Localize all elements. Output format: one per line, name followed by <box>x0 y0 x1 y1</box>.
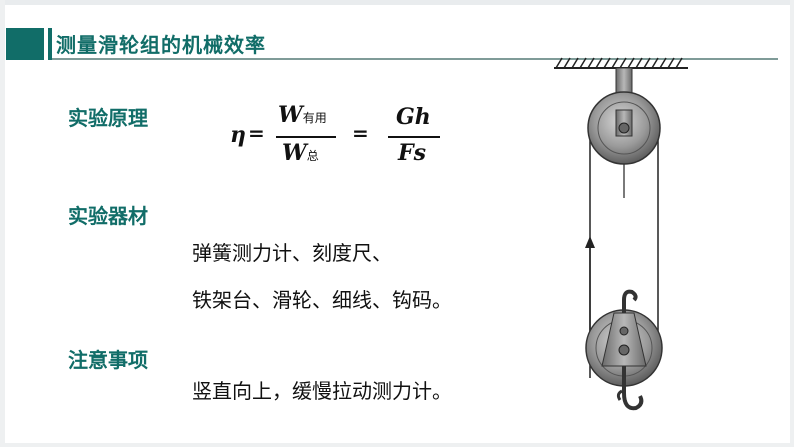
formula-gh: Gh <box>396 104 431 130</box>
formula-num-w: W <box>278 102 303 128</box>
formula-num-sub: 有用 <box>302 111 327 125</box>
ceiling-hatch <box>554 57 688 69</box>
formula-numerator: W有用 <box>278 102 327 128</box>
heading-principle: 实验原理 <box>68 106 148 130</box>
title-underline <box>52 58 778 60</box>
upper-hook <box>622 289 638 313</box>
lower-hook <box>616 366 644 411</box>
equipment-line-1: 弹簧测力计、刻度尺、 <box>192 241 392 265</box>
heading-equipment: 实验器材 <box>68 204 148 228</box>
formula-den-w: W <box>282 140 307 166</box>
frame-right <box>790 0 794 447</box>
frame-top <box>0 0 794 5</box>
movable-pulley-wheel <box>585 309 663 387</box>
pulley-system-illustration <box>554 57 688 411</box>
efficiency-formula: η = W有用 W总 = Gh Fs <box>226 100 456 170</box>
notes-line-1: 竖直向上，缓慢拉动测力计。 <box>192 379 452 403</box>
formula-eta: η <box>230 122 246 148</box>
frame-bottom <box>0 443 794 447</box>
frame-left <box>0 0 5 447</box>
fraction-bar-1 <box>276 136 336 138</box>
equipment-line-2: 铁架台、滑轮、细线、钩码。 <box>192 288 452 312</box>
formula-denominator: W总 <box>282 140 319 166</box>
title-accent-tick <box>44 28 48 60</box>
formula-den-sub: 总 <box>306 149 319 163</box>
formula-equals-2: = <box>352 121 369 145</box>
heading-notes: 注意事项 <box>68 348 148 372</box>
fraction-bar-2 <box>388 136 440 138</box>
formula-fs: Fs <box>398 140 427 166</box>
fixed-pulley-wheel <box>587 91 661 165</box>
formula-equals-1: = <box>248 121 265 145</box>
slide-title: 测量滑轮组的机械效率 <box>56 33 266 57</box>
